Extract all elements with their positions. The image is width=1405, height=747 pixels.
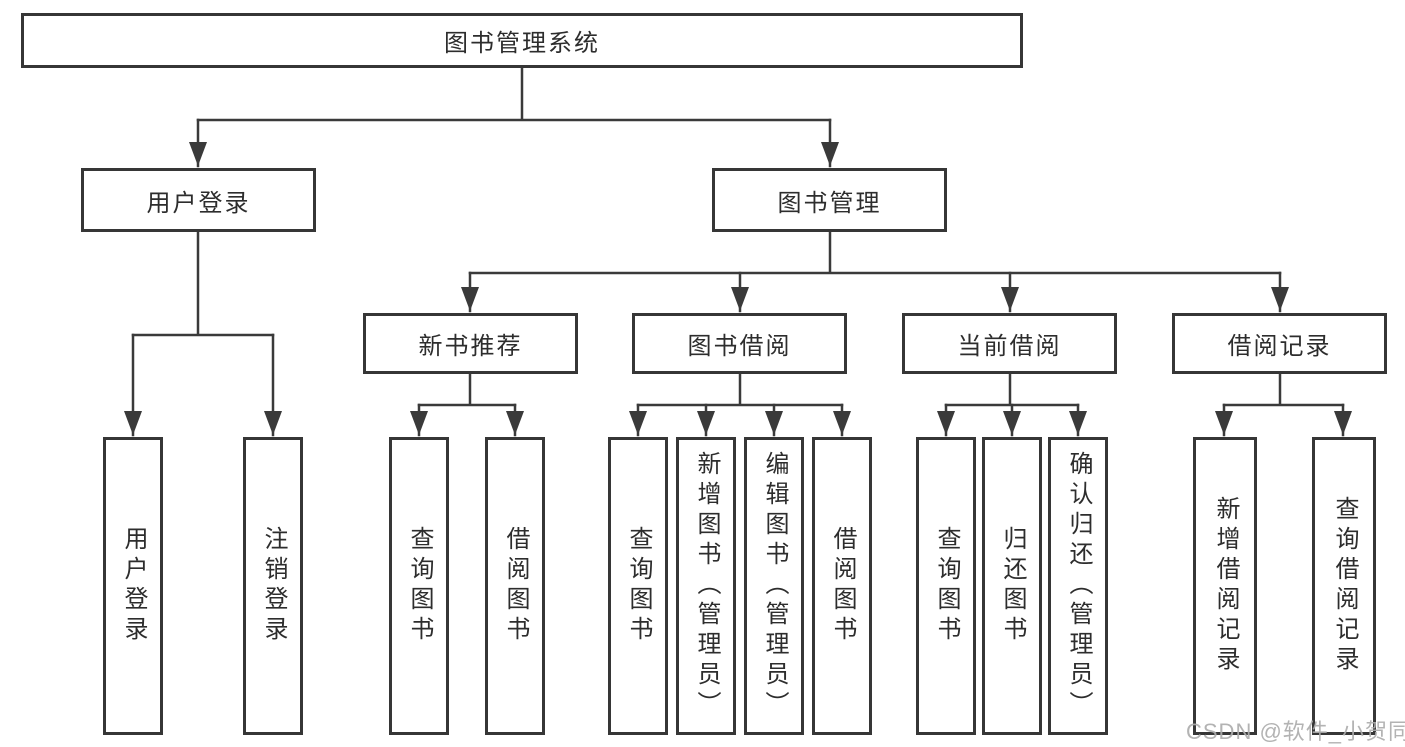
node-label: 借阅图书 <box>502 526 529 646</box>
node-label: 借阅图书 <box>829 526 856 646</box>
node-label: 新书推荐 <box>418 333 523 360</box>
leaf-query-borrow-record: 查询借阅记录 <box>1312 437 1376 735</box>
node-label: 查询图书 <box>933 526 960 646</box>
node-label: 注销登录 <box>260 526 287 646</box>
node-label: 图书管理系统 <box>444 30 600 57</box>
node-new-book-recommend: 新书推荐 <box>363 313 578 374</box>
node-label: 查询图书 <box>406 526 433 646</box>
csdn-watermark: CSDN @软件_小贺同学 <box>1186 719 1405 744</box>
leaf-confirm-return-admin: 确认归还（管理员） <box>1048 437 1108 735</box>
node-label: 图书管理 <box>777 189 882 217</box>
leaf-edit-books-admin: 编辑图书（管理员） <box>744 437 804 735</box>
node-label: 确认归还（管理员） <box>1065 451 1092 721</box>
node-label: 归还图书 <box>999 526 1026 646</box>
leaf-add-borrow-record: 新增借阅记录 <box>1193 437 1257 735</box>
leaf-query-books-recommend: 查询图书 <box>389 437 449 735</box>
leaf-borrow-books-recommend: 借阅图书 <box>485 437 545 735</box>
leaf-add-books-admin: 新增图书（管理员） <box>676 437 736 735</box>
node-label: 图书借阅 <box>687 333 792 360</box>
node-label: 新增借阅记录 <box>1212 496 1239 676</box>
leaf-logout: 注销登录 <box>243 437 303 735</box>
node-label: 用户登录 <box>146 189 251 217</box>
leaf-query-books-current: 查询图书 <box>916 437 976 735</box>
node-user-login: 用户登录 <box>81 168 316 232</box>
leaf-user-login: 用户登录 <box>103 437 163 735</box>
node-label: 编辑图书（管理员） <box>761 451 788 721</box>
node-label: 当前借阅 <box>957 333 1062 360</box>
node-label: 查询借阅记录 <box>1331 496 1358 676</box>
node-label: 新增图书（管理员） <box>693 451 720 721</box>
node-book-management: 图书管理 <box>712 168 947 232</box>
leaf-return-books: 归还图书 <box>982 437 1042 735</box>
leaf-query-books-borrowing: 查询图书 <box>608 437 668 735</box>
node-current-borrowing: 当前借阅 <box>902 313 1117 374</box>
node-label: 查询图书 <box>625 526 652 646</box>
leaf-borrow-books: 借阅图书 <box>812 437 872 735</box>
node-label: 用户登录 <box>120 526 147 646</box>
node-book-borrowing: 图书借阅 <box>632 313 847 374</box>
node-borrow-records: 借阅记录 <box>1172 313 1387 374</box>
node-root-library-system: 图书管理系统 <box>21 13 1023 68</box>
node-label: 借阅记录 <box>1227 333 1332 360</box>
